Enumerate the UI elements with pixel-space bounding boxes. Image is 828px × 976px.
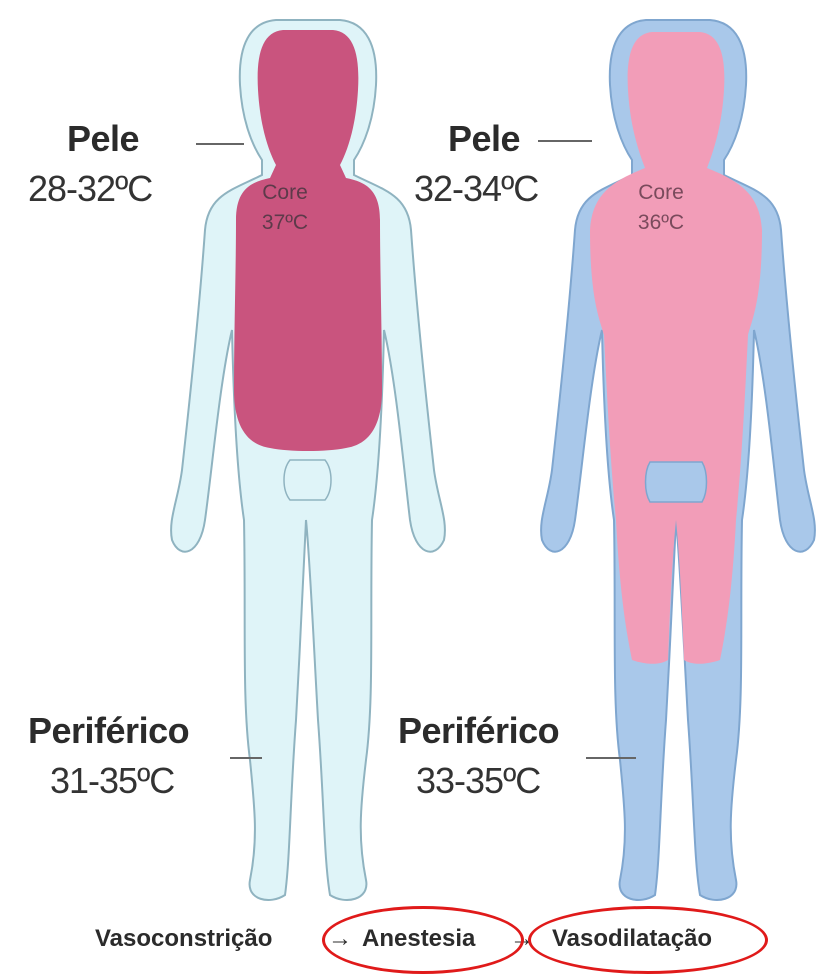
left-skin-label: Pele (67, 118, 139, 160)
right-peripheral-temp: 33-35ºC (416, 760, 540, 802)
left-core-text: Core 37ºC (250, 178, 320, 238)
right-core-temp: 36ºC (626, 208, 696, 238)
right-skin-temp: 32-34ºC (414, 168, 538, 210)
left-skin-temp: 28-32ºC (28, 168, 152, 210)
left-peripheral-temp: 31-35ºC (50, 760, 174, 802)
left-core-label: Core (250, 178, 320, 208)
right-skin-label: Pele (448, 118, 520, 160)
anesthesia-highlight-ellipse (322, 906, 524, 974)
left-core-temp: 37ºC (250, 208, 320, 238)
left-peripheral-label: Periférico (28, 710, 189, 752)
vasodilation-highlight-ellipse (528, 906, 768, 974)
right-core-text: Core 36ºC (626, 178, 696, 238)
right-peripheral-label: Periférico (398, 710, 559, 752)
caption-vasoconstriction: Vasoconstrição (95, 925, 272, 953)
right-core-label: Core (626, 178, 696, 208)
